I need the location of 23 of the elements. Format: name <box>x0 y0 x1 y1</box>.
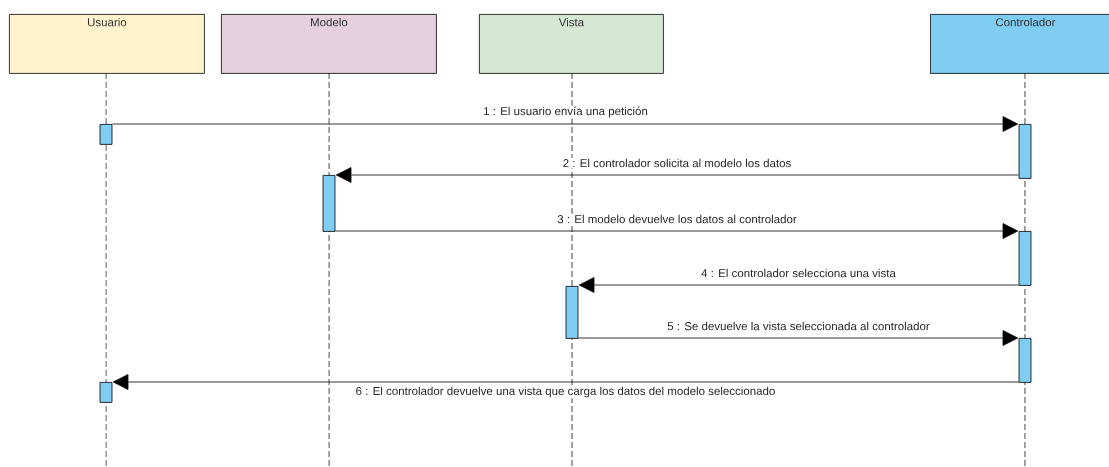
message-label: 6 : El controlador devuelve una vista que carga los datos del modelo seleccionado <box>354 385 777 399</box>
activation-bar <box>1018 124 1032 179</box>
activation-bar <box>1018 231 1032 286</box>
message-label: 2 : El controlador solicita al modelo los datos <box>561 157 793 169</box>
message-label: 4 : El controlador selecciona una vista <box>700 267 897 279</box>
participant-box: Usuario <box>9 14 205 74</box>
activation-bar <box>1018 338 1032 383</box>
message-label: 1 : El usuario envía una petición <box>482 105 649 119</box>
message-arrow <box>578 277 1019 293</box>
message-arrow <box>335 167 1019 183</box>
participant-box: Controlador <box>930 14 1109 74</box>
activation-bar <box>99 382 113 403</box>
message-label: 3 : El modelo devuelve los datos al controlador <box>556 213 798 225</box>
message-label: 5 : Se devuelve la vista seleccionada al controlador <box>666 320 931 332</box>
message-arrow <box>112 374 1019 390</box>
activation-bar <box>99 124 113 145</box>
activation-bar <box>322 175 336 232</box>
message-arrow <box>112 116 1019 132</box>
message-arrow <box>578 330 1019 346</box>
participant-box: Vista <box>479 14 664 74</box>
activation-bar <box>565 286 579 339</box>
message-arrow <box>335 223 1019 239</box>
participant-box: Modelo <box>221 14 437 74</box>
